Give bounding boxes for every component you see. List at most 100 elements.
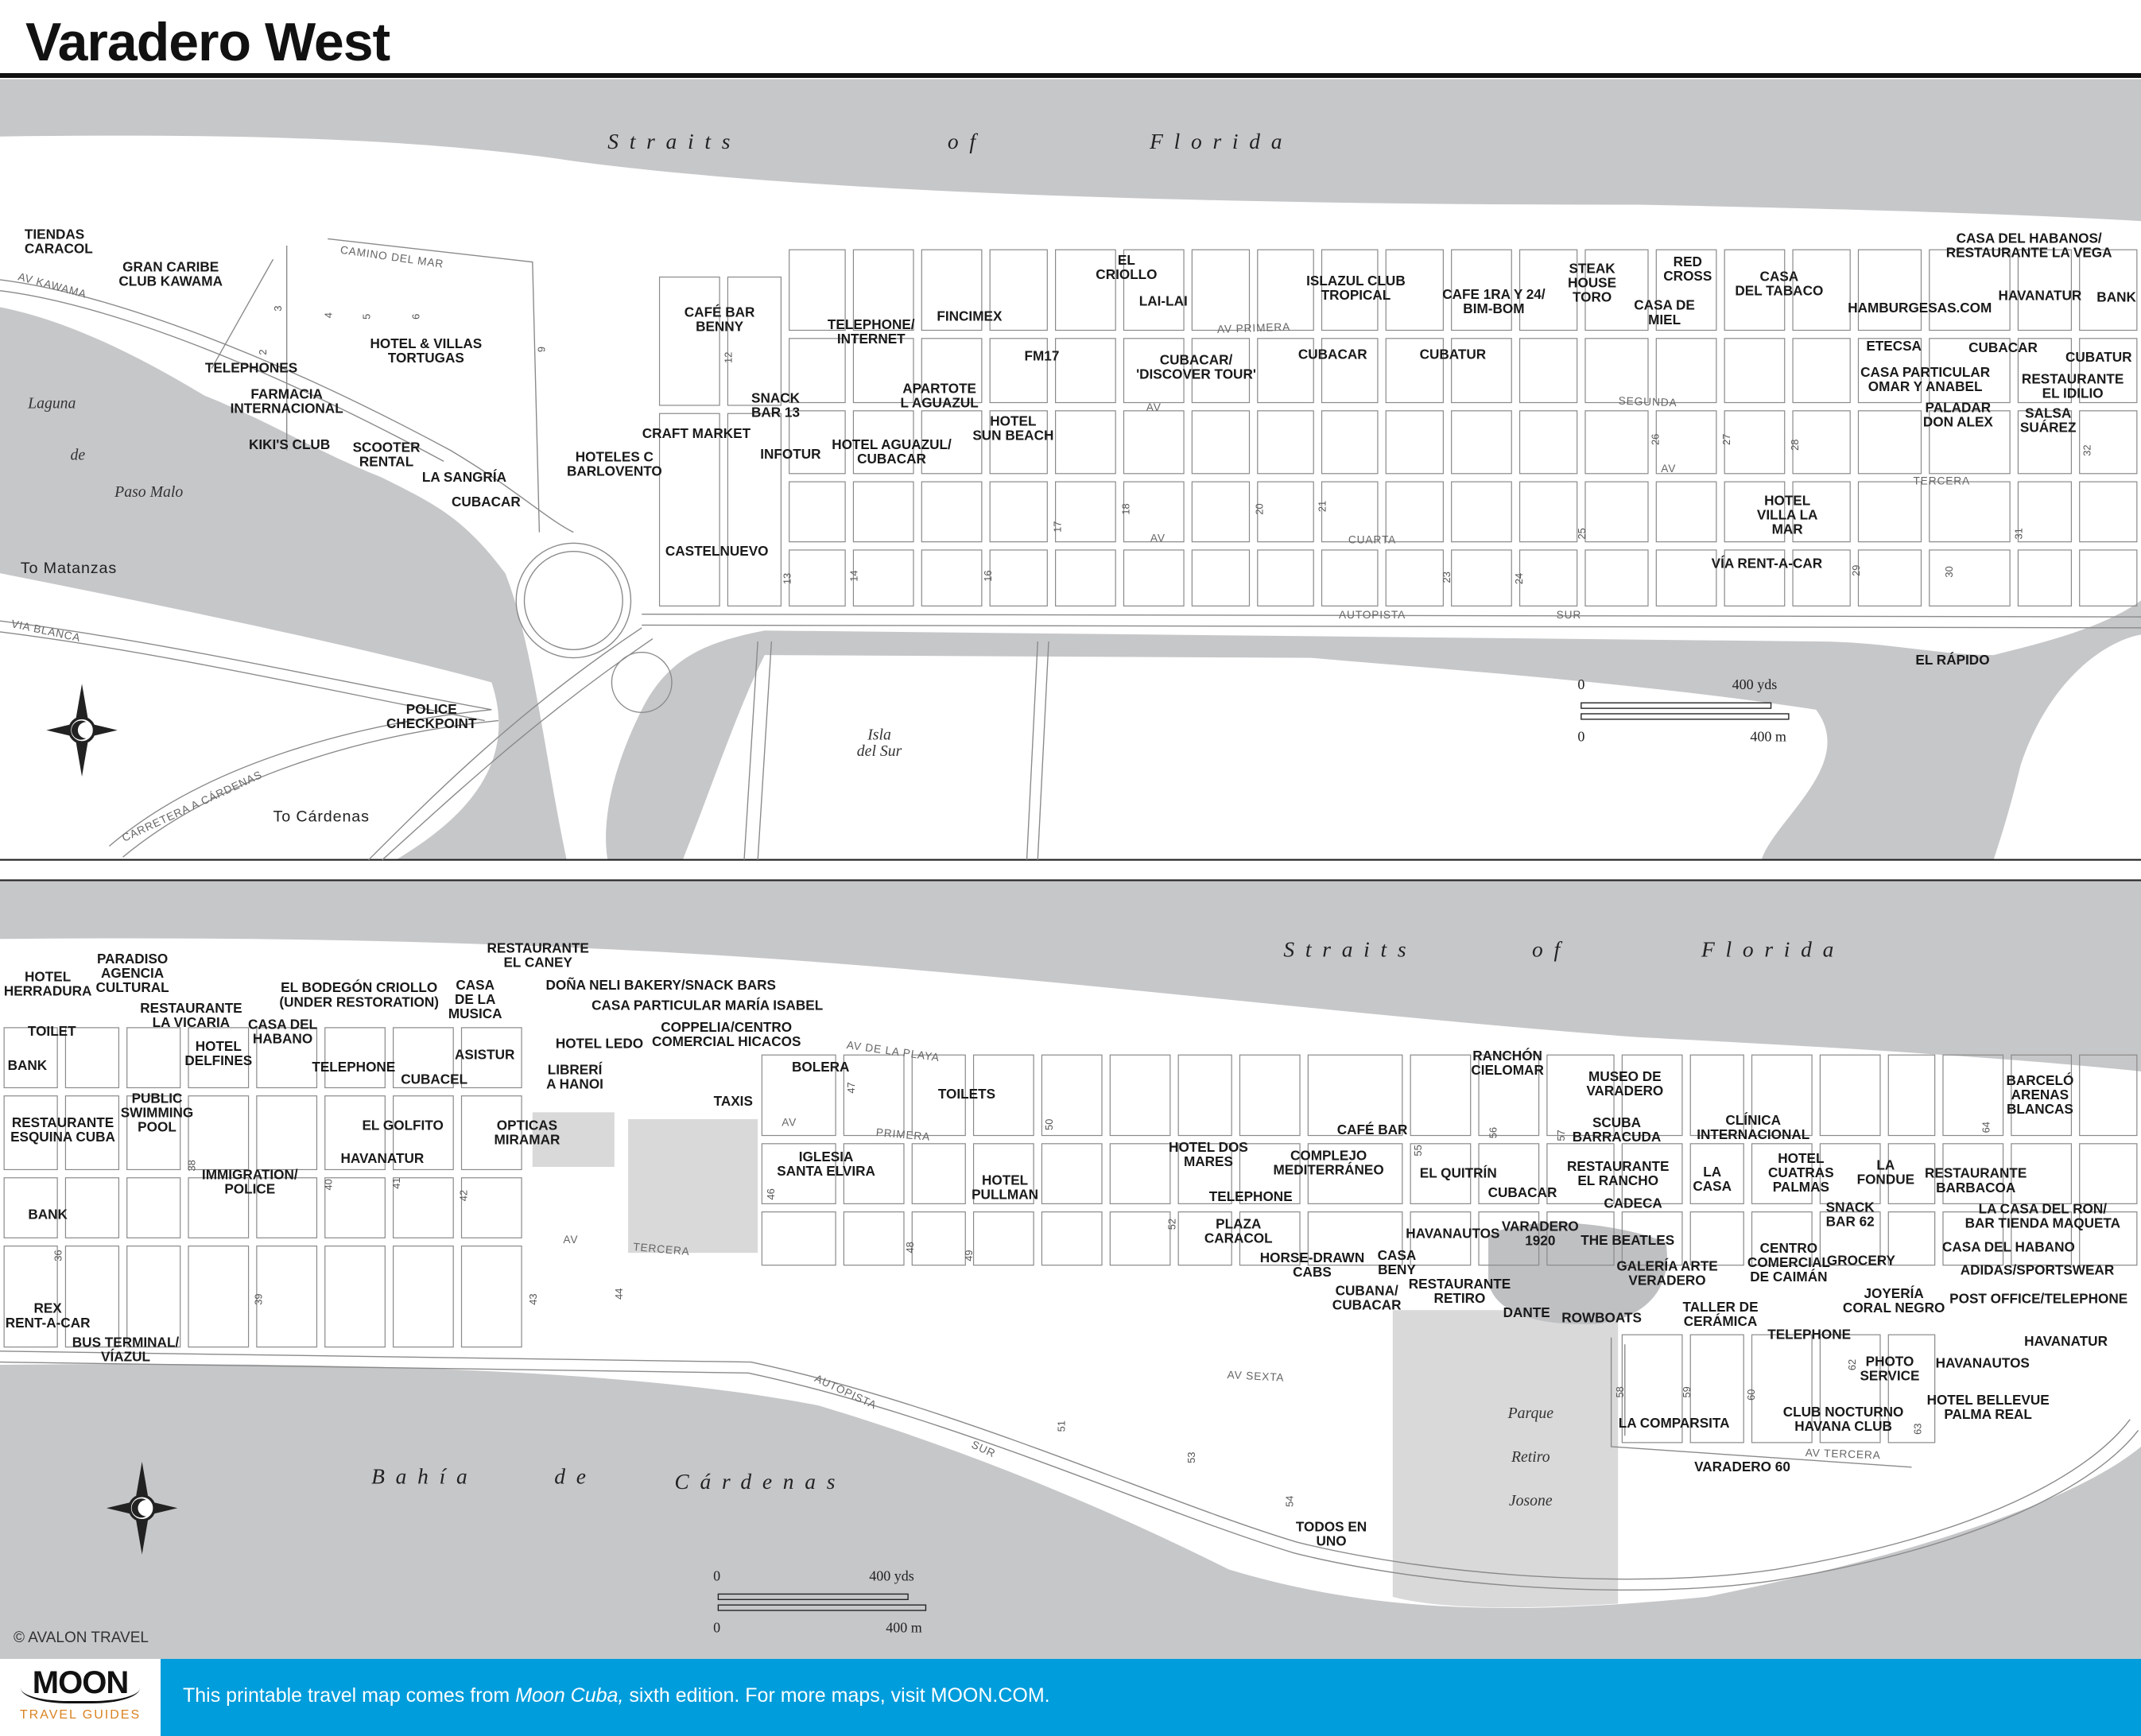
street-number: 23 <box>1441 572 1453 583</box>
city-block <box>1109 1054 1171 1137</box>
street-number: 57 <box>1555 1130 1567 1141</box>
city-block <box>1792 481 1851 543</box>
city-block <box>843 1211 905 1266</box>
street-label: CUARTA <box>1348 533 1396 545</box>
city-block <box>64 1177 120 1238</box>
city-block <box>1321 249 1379 331</box>
city-block <box>1478 1054 1540 1137</box>
street-number: 50 <box>1043 1119 1055 1130</box>
city-block <box>1819 1054 1881 1137</box>
street-number: 55 <box>1412 1145 1424 1156</box>
street-number: 63 <box>1911 1424 1923 1435</box>
place-label-bottom: BUS TERMINAL/VÍAZUL <box>72 1335 180 1365</box>
footer-text: This printable travel map comes from Moo… <box>183 1684 1050 1707</box>
water-label: de <box>554 1464 596 1488</box>
city-block <box>1518 481 1578 543</box>
city-block <box>1478 1211 1540 1266</box>
top-compass-icon <box>46 684 118 777</box>
city-block <box>256 1095 318 1171</box>
city-block <box>2017 549 2073 606</box>
city-block <box>188 1027 250 1089</box>
place-label-top: CUBACAR <box>1298 347 1367 362</box>
city-block <box>921 481 983 543</box>
city-block <box>789 481 846 543</box>
city-block <box>989 249 1048 331</box>
place-label-top: CUBACAR <box>1968 339 2038 355</box>
street-label: AV TERCERA <box>1805 1447 1880 1461</box>
logo-sub: TRAVEL GUIDES <box>19 1708 142 1722</box>
city-block <box>921 249 983 331</box>
street-number: 29 <box>1850 565 1862 576</box>
place-label-top: CUBACAR/'DISCOVER TOUR' <box>1136 351 1256 382</box>
street-number: 9 <box>535 347 547 352</box>
city-block <box>2017 481 2073 543</box>
city-block <box>1929 249 2011 331</box>
city-block <box>1584 410 1649 475</box>
city-block <box>1689 1334 1744 1443</box>
street-number: 18 <box>1119 503 1131 514</box>
water-label: Florida <box>1149 130 1293 153</box>
park-label: Retiro <box>1511 1448 1550 1466</box>
place-label-top: FM17 <box>1025 347 1060 363</box>
city-block <box>256 1246 318 1348</box>
city-block <box>1546 1054 1615 1137</box>
logo-main: MOON <box>21 1665 140 1703</box>
street-label: TERCERA <box>1913 475 1970 487</box>
moon-logo[interactable]: MOON TRAVEL GUIDES <box>0 1659 161 1736</box>
place-label-bottom: HAVANAUTOS <box>1936 1354 2030 1370</box>
city-block <box>1257 481 1314 543</box>
city-block <box>1655 481 1717 543</box>
place-label-bottom: DOÑA NELI BAKERY/SNACK BARS <box>546 977 776 993</box>
street-label: SUR <box>1557 609 1582 621</box>
city-block <box>1385 481 1444 543</box>
city-block <box>1307 1143 1403 1204</box>
bottom-map-panel <box>0 879 2141 1654</box>
city-block <box>126 1027 181 1089</box>
city-block <box>843 1143 905 1204</box>
street-label: AV <box>563 1234 578 1246</box>
street-number: 52 <box>1166 1219 1178 1230</box>
city-block <box>989 338 1048 404</box>
city-block <box>1518 338 1578 404</box>
place-label-bottom: BANK <box>28 1206 68 1222</box>
place-label-bottom: BANK <box>8 1057 48 1073</box>
city-block <box>1655 338 1717 404</box>
city-block <box>1621 1211 1683 1266</box>
city-block <box>1321 338 1379 404</box>
page-title: Varadero West <box>25 12 390 72</box>
city-block <box>126 1095 181 1171</box>
city-block <box>1792 410 1851 475</box>
isla-del-sur <box>682 655 1828 860</box>
place-label-bottom: CASA PARTICULAR MARÍA ISABEL <box>591 998 823 1013</box>
city-block <box>1041 1211 1103 1266</box>
city-block <box>2079 481 2138 543</box>
city-block <box>1055 481 1116 543</box>
street-number: 14 <box>848 570 860 581</box>
city-block <box>1819 1211 1881 1266</box>
